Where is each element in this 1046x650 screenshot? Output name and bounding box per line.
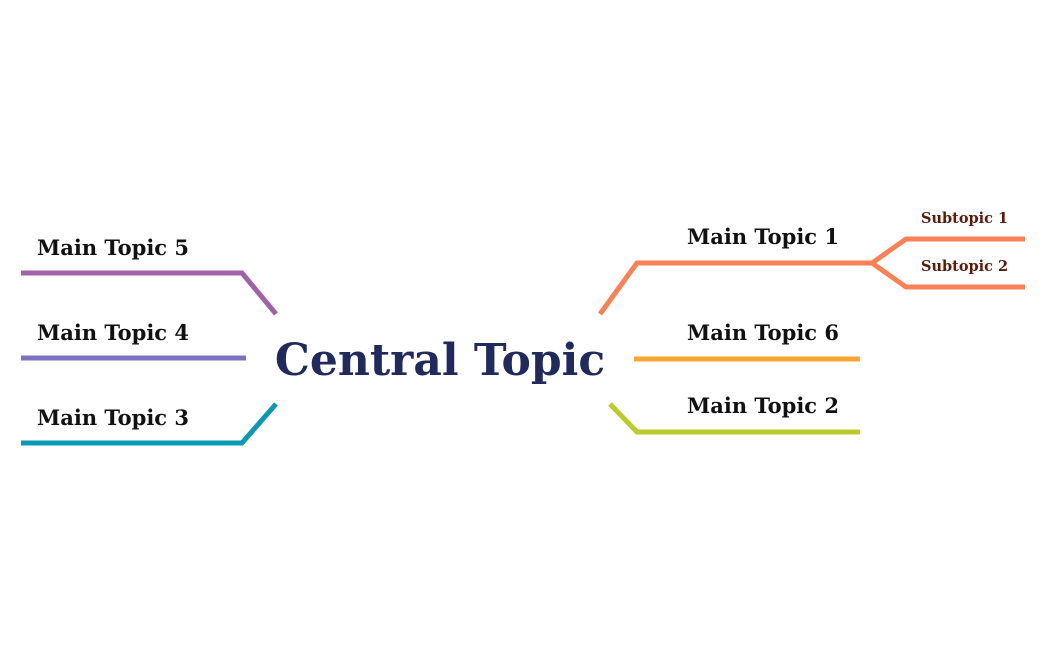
subtopic-1[interactable]: Subtopic 1 [921,210,1008,227]
branch-line-main-topic-5 [21,270,278,316]
main-topic-3[interactable]: Main Topic 3 [37,405,189,430]
main-topic-4[interactable]: Main Topic 4 [37,320,189,345]
branch-line-main-topic-3 [21,402,278,446]
branch-line-subtopic-1 [870,236,1025,266]
main-topic-1[interactable]: Main Topic 1 [687,224,839,249]
branch-line-main-topic-1 [597,260,872,316]
main-topic-6[interactable]: Main Topic 6 [687,320,839,345]
branch-line-subtopic-2 [870,260,1025,290]
main-topic-2[interactable]: Main Topic 2 [687,393,839,418]
main-topic-5[interactable]: Main Topic 5 [37,235,189,260]
central-topic[interactable]: Central Topic [275,335,605,386]
branch-line-main-topic-2 [608,402,860,435]
subtopic-2[interactable]: Subtopic 2 [921,258,1008,275]
